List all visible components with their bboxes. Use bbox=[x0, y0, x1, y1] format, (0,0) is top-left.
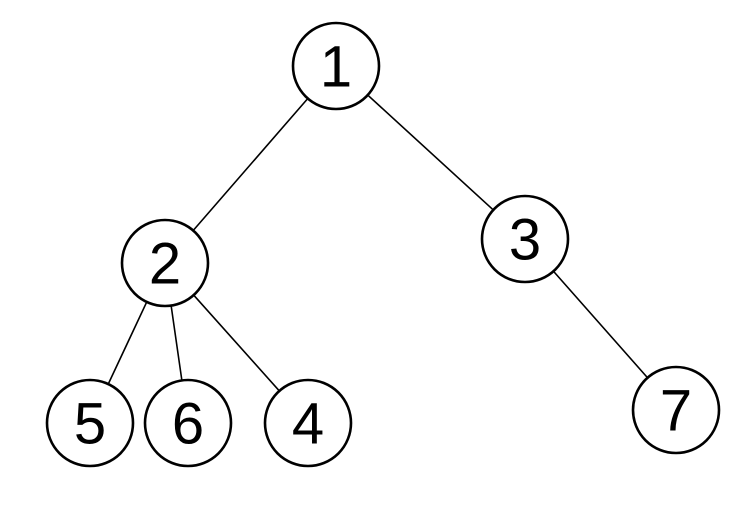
node-label-6: 6 bbox=[172, 392, 204, 457]
tree-node-6[interactable]: 6 bbox=[143, 378, 233, 468]
node-circle-6[interactable] bbox=[143, 378, 233, 468]
node-label-5: 5 bbox=[74, 392, 106, 457]
tree-node-2[interactable]: 2 bbox=[120, 218, 210, 308]
node-circle-5[interactable] bbox=[45, 378, 135, 468]
node-label-3: 3 bbox=[509, 208, 541, 273]
tree-edge-3-7 bbox=[552, 270, 649, 379]
node-label-7: 7 bbox=[660, 379, 692, 444]
tree-edge-1-3 bbox=[366, 94, 495, 211]
node-circle-2[interactable] bbox=[120, 218, 210, 308]
node-label-2: 2 bbox=[149, 232, 181, 297]
tree-node-4[interactable]: 4 bbox=[263, 378, 353, 468]
tree-edge-2-6 bbox=[170, 304, 183, 382]
tree-node-3[interactable]: 3 bbox=[480, 194, 570, 284]
node-label-4: 4 bbox=[292, 392, 324, 457]
tree-node-5[interactable]: 5 bbox=[45, 378, 135, 468]
node-circle-4[interactable] bbox=[263, 378, 353, 468]
node-circle-1[interactable] bbox=[291, 21, 381, 111]
node-label-1: 1 bbox=[320, 35, 352, 100]
tree-edge-2-5 bbox=[107, 301, 148, 385]
tree-edge-2-4 bbox=[192, 294, 281, 392]
tree-node-7[interactable]: 7 bbox=[631, 365, 721, 455]
node-circle-3[interactable] bbox=[480, 194, 570, 284]
edge-layer bbox=[107, 94, 649, 392]
node-circle-7[interactable] bbox=[631, 365, 721, 455]
tree-node-1[interactable]: 1 bbox=[291, 21, 381, 111]
node-layer: 1 2 3 5 6 4 7 bbox=[45, 21, 721, 468]
tree-edge-1-2 bbox=[192, 97, 309, 232]
